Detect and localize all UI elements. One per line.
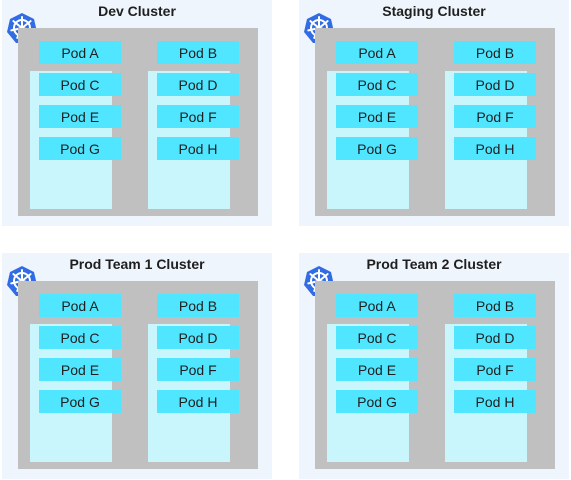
cluster-title: Dev Cluster — [98, 3, 176, 19]
cluster-staging: Staging Cluster Node0 Node1 Pod A Pod C … — [299, 0, 569, 226]
pod: Pod B — [454, 294, 536, 317]
pod: Pod E — [336, 105, 418, 128]
pod: Pod A — [39, 41, 121, 64]
cluster-dev: Dev Cluster Node0 Node1 Pod A Pod C Pod … — [2, 0, 272, 226]
pod: Pod A — [336, 294, 418, 317]
cluster-title: Prod Team 1 Cluster — [69, 256, 205, 272]
pod: Pod C — [39, 326, 121, 349]
pod: Pod H — [157, 137, 239, 160]
pod: Pod A — [39, 294, 121, 317]
pod: Pod H — [454, 390, 536, 413]
pod: Pod G — [336, 390, 418, 413]
pod: Pod F — [157, 105, 239, 128]
pod: Pod A — [336, 41, 418, 64]
pod: Pod D — [454, 73, 536, 96]
cluster-prod-team-2: Prod Team 2 Cluster Node0 Node1 Pod A Po… — [299, 253, 569, 479]
pod: Pod F — [454, 358, 536, 381]
pod: Pod H — [454, 137, 536, 160]
pod: Pod B — [454, 41, 536, 64]
cluster-title: Prod Team 2 Cluster — [366, 256, 502, 272]
pod: Pod G — [39, 137, 121, 160]
cluster-title: Staging Cluster — [382, 3, 486, 19]
pod: Pod E — [39, 105, 121, 128]
pod: Pod E — [39, 358, 121, 381]
pod: Pod E — [336, 358, 418, 381]
pod: Pod H — [157, 390, 239, 413]
pod: Pod F — [157, 358, 239, 381]
pod: Pod F — [454, 105, 536, 128]
pod: Pod B — [157, 41, 239, 64]
pod: Pod D — [157, 73, 239, 96]
cluster-prod-team-1: Prod Team 1 Cluster Node0 Node1 Pod A Po… — [2, 253, 272, 479]
pod: Pod C — [336, 326, 418, 349]
pod: Pod B — [157, 294, 239, 317]
pod: Pod D — [454, 326, 536, 349]
pod: Pod G — [336, 137, 418, 160]
pod: Pod G — [39, 390, 121, 413]
pod: Pod C — [39, 73, 121, 96]
pod: Pod C — [336, 73, 418, 96]
pod: Pod D — [157, 326, 239, 349]
